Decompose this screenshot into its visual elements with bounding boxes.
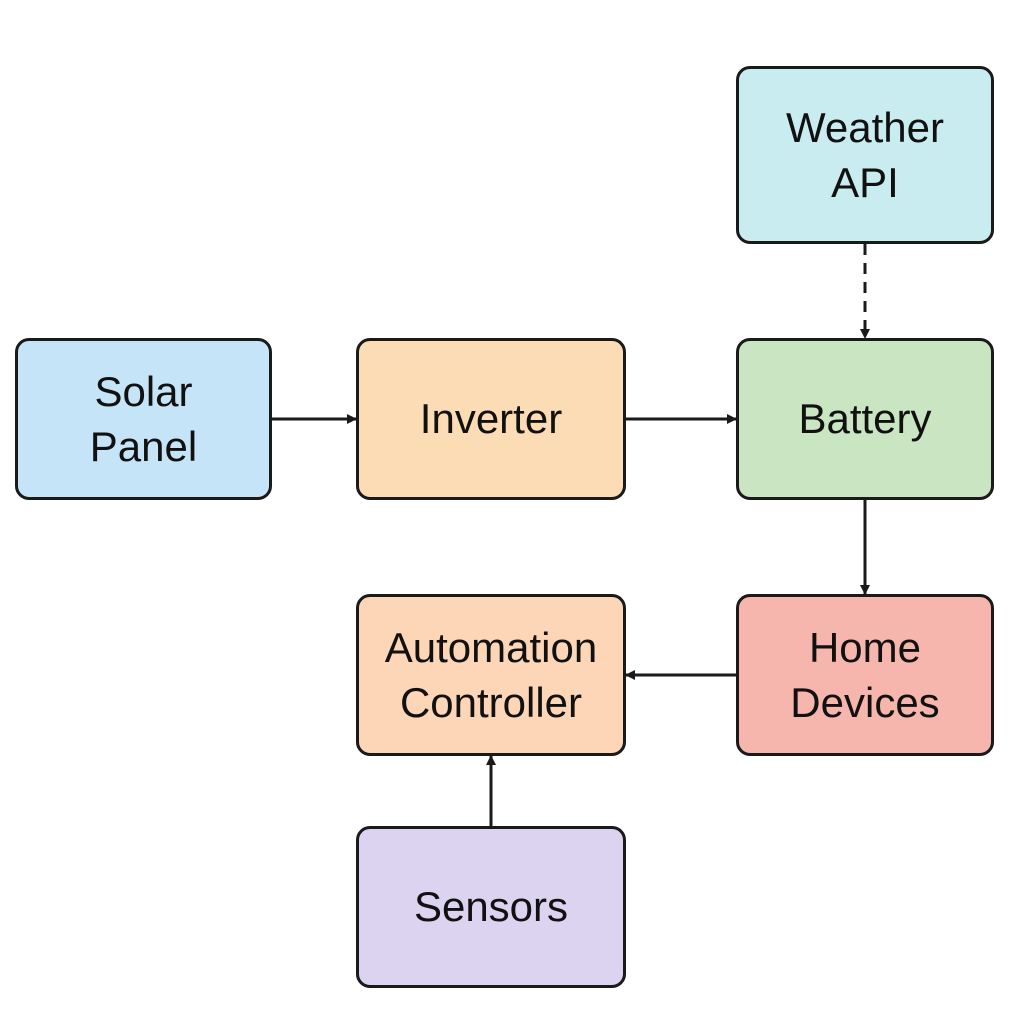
node-label-line: Battery [798,395,932,443]
node-label-line: Solar [94,367,193,415]
battery-node: Battery [736,338,994,500]
solar-panel-node: Solar Panel [15,338,272,500]
node-label-line: Controller [399,679,583,726]
node-label-line: Automation [384,623,598,671]
node-label-line: Panel [89,423,198,470]
home-devices-node: Home Devices [736,594,994,756]
inverter-node: Inverter [356,338,626,500]
node-label-line: Devices [790,679,940,726]
node-label-line: Sensors [413,883,569,931]
node-label-line: Home [808,623,922,671]
automation-controller-node: Automation Controller [356,594,626,756]
node-label-line: API [831,159,899,206]
node-label-line: Weather [786,103,944,151]
weather-api-node: Weather API [736,66,994,244]
node-label-line: Inverter [419,395,563,443]
sensors-node: Sensors [356,826,626,988]
